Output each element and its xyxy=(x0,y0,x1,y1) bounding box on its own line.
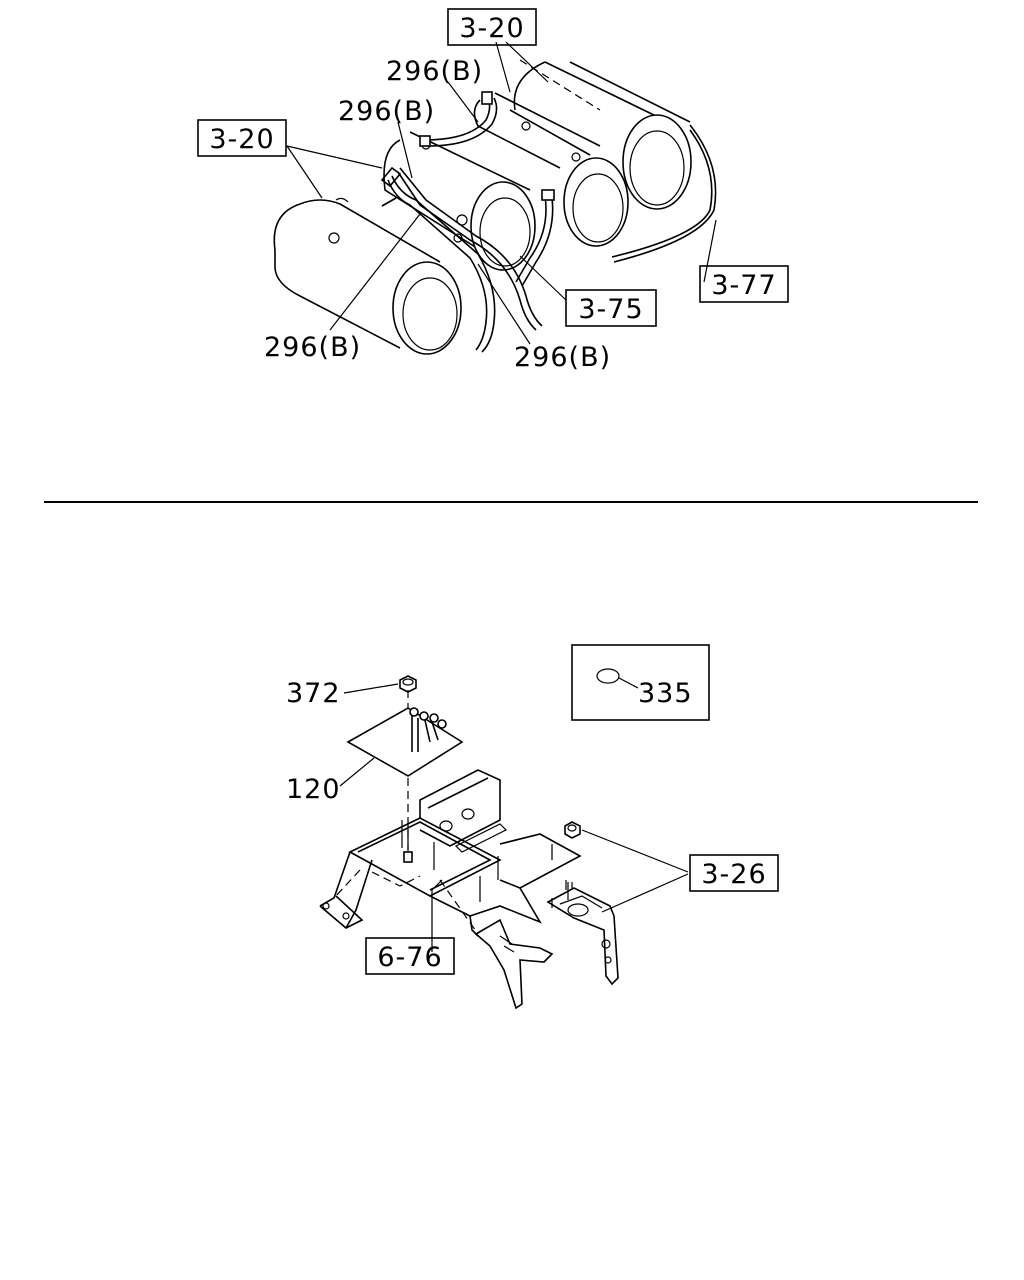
nut-372: 372 xyxy=(286,675,417,709)
label-296b-top: 296(B) xyxy=(386,56,483,87)
front-air-tank xyxy=(383,131,536,271)
mount-nut xyxy=(564,821,581,839)
label-296b-lower-right: 296(B) xyxy=(514,342,611,373)
upper-tank-assembly: 3-20 3-20 296(B) 296(B) 296(B) 296(B) 3-… xyxy=(197,8,789,373)
lower-bracket-assembly: 335 372 120 xyxy=(286,644,779,1010)
label-box-3-75: 3-75 xyxy=(565,289,657,327)
label-box-6-76: 6-76 xyxy=(365,937,455,975)
label-296b-lower-left: 296(B) xyxy=(264,332,361,363)
middle-air-tank xyxy=(473,92,629,247)
svg-text:3-20: 3-20 xyxy=(459,13,524,44)
svg-text:120: 120 xyxy=(286,774,341,805)
left-air-tank xyxy=(273,197,462,355)
side-bracket xyxy=(546,880,619,986)
svg-text:3-75: 3-75 xyxy=(578,294,643,325)
svg-text:3-20: 3-20 xyxy=(209,124,274,155)
svg-text:3-77: 3-77 xyxy=(711,270,776,301)
svg-text:3-26: 3-26 xyxy=(701,859,766,890)
plate-120: 120 xyxy=(286,707,464,805)
upper-leader-lines xyxy=(286,41,717,345)
svg-text:6-76: 6-76 xyxy=(377,942,442,973)
label-296b-upper-left: 296(B) xyxy=(338,96,435,127)
svg-text:372: 372 xyxy=(286,678,341,709)
label-box-3-20-upper: 3-20 xyxy=(447,8,537,46)
label-box-3-26: 3-26 xyxy=(689,854,779,892)
air-tubing xyxy=(380,91,717,353)
label-box-3-20-left: 3-20 xyxy=(197,119,287,157)
detail-box-335: 335 xyxy=(571,644,710,721)
main-bracket xyxy=(319,769,582,1010)
label-box-3-77: 3-77 xyxy=(699,265,789,303)
svg-text:335: 335 xyxy=(638,678,693,709)
